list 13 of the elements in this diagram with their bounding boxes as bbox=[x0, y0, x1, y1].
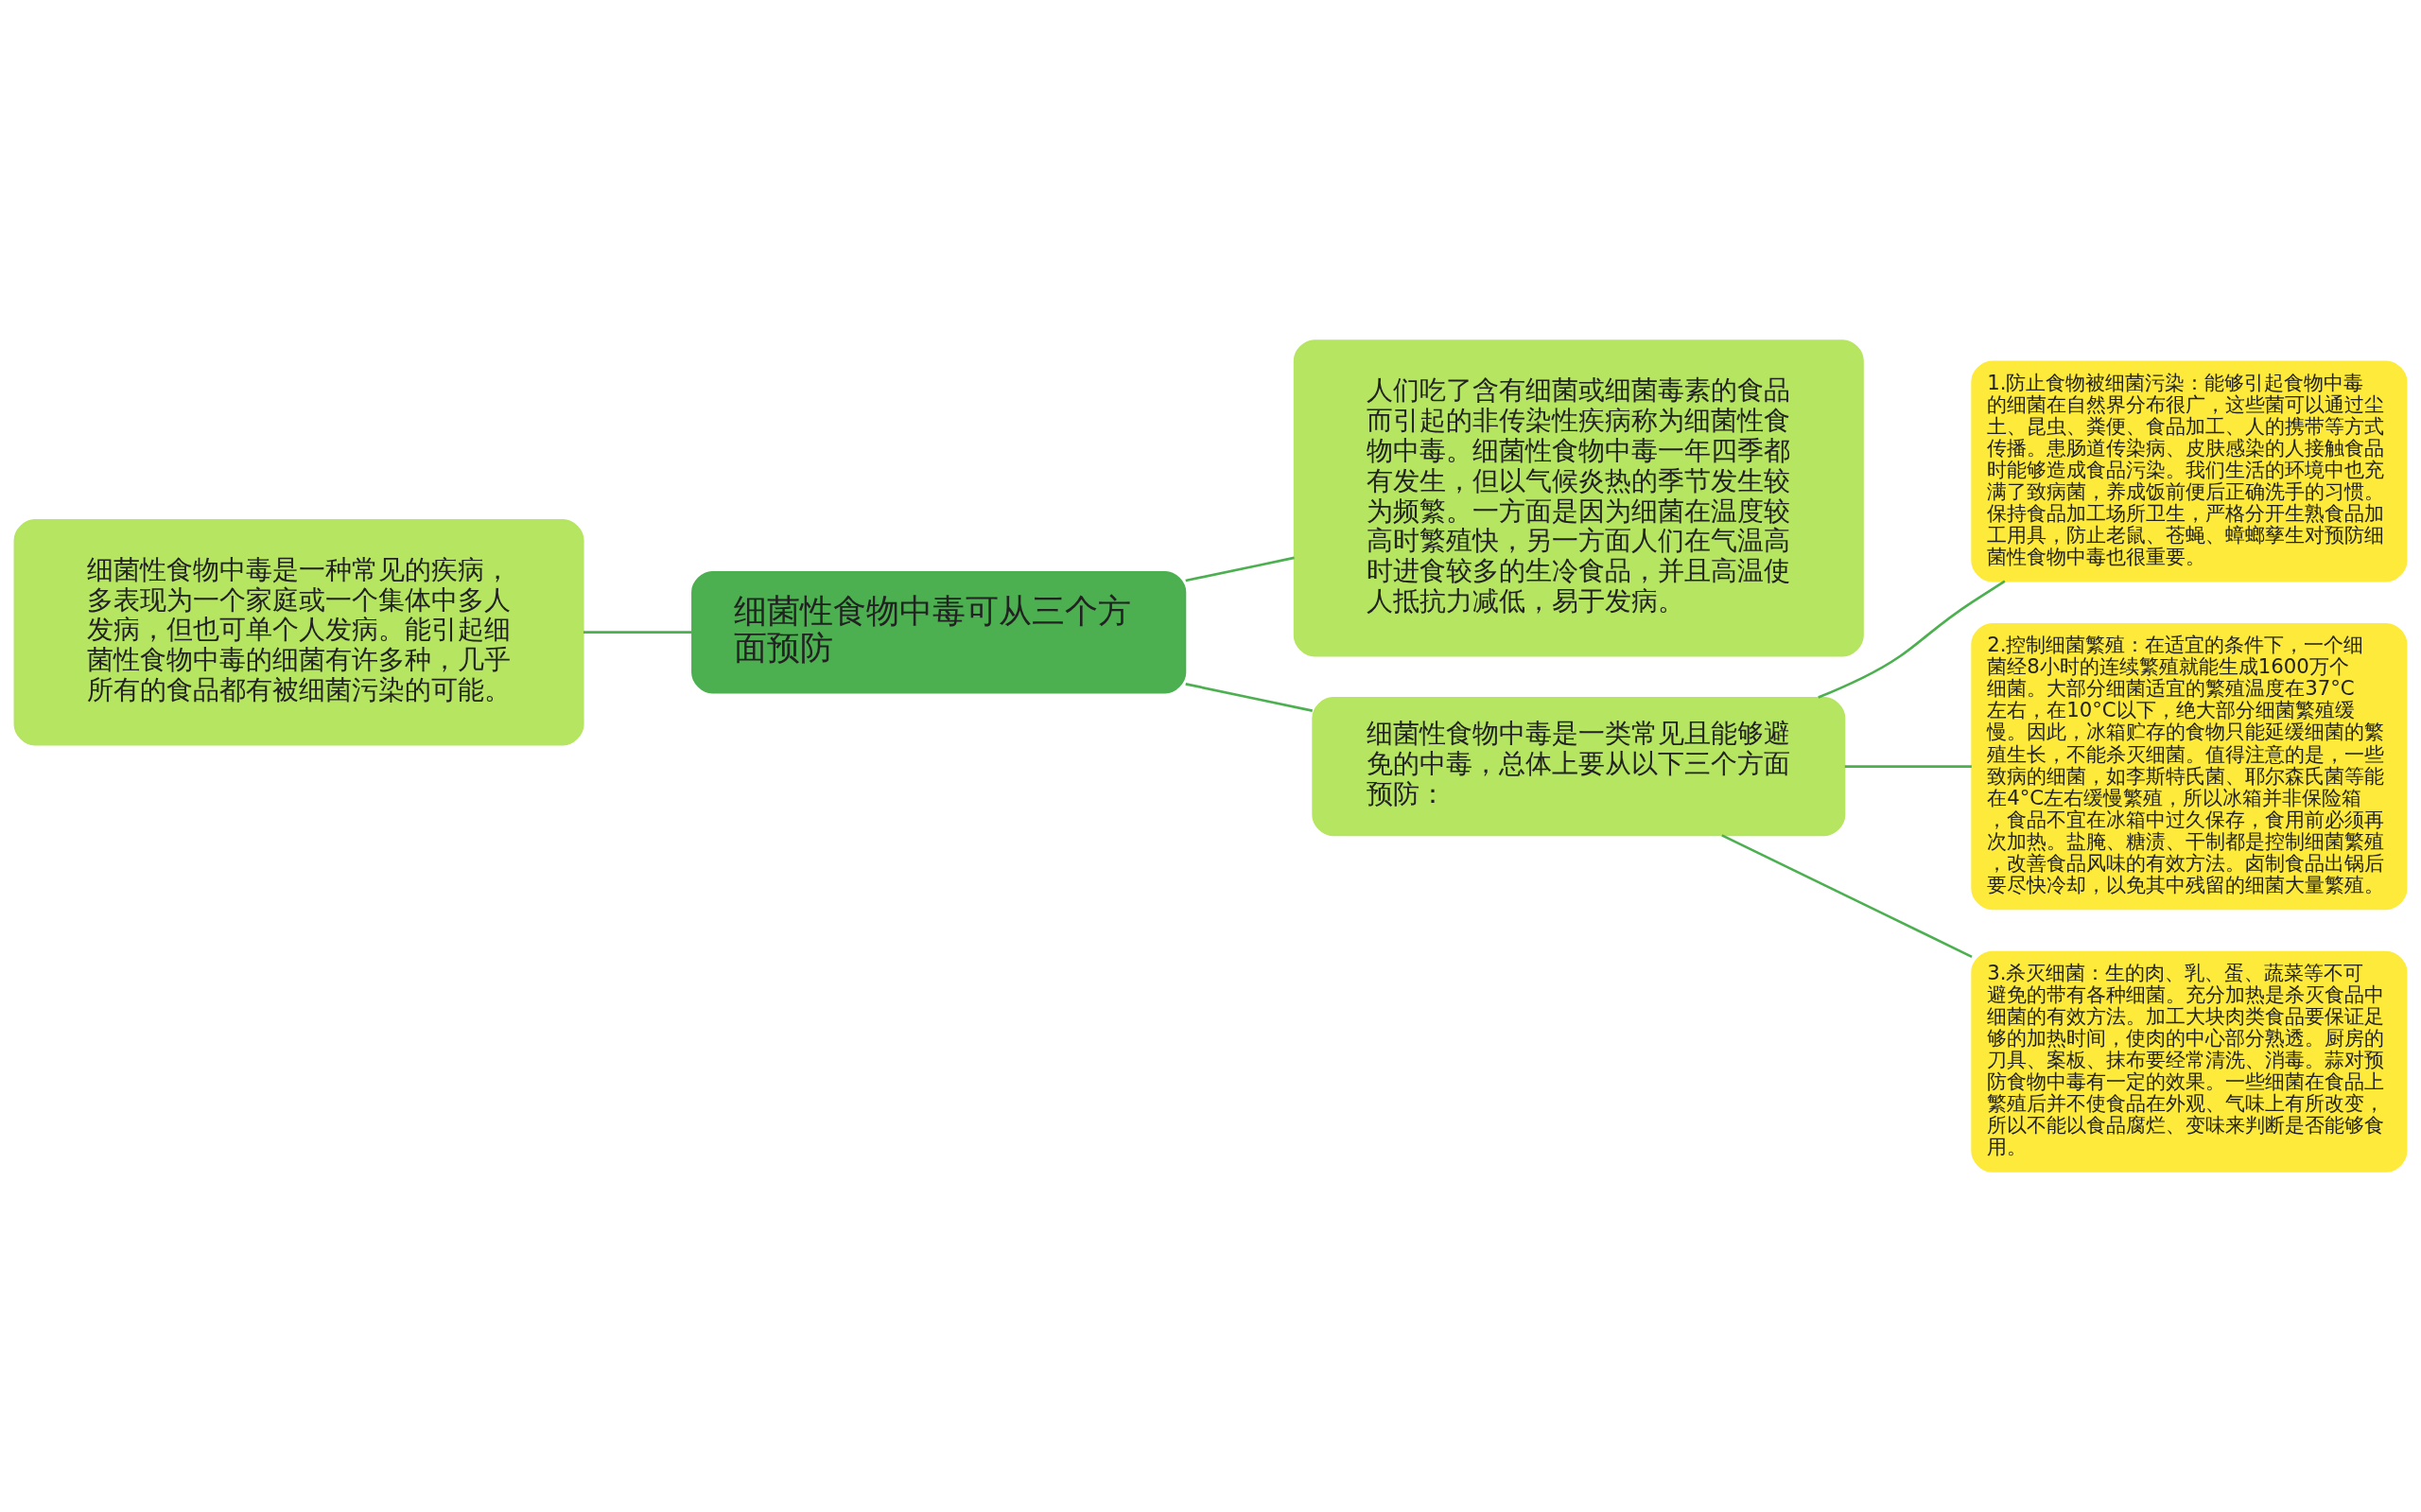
node-box: 细菌性食物中毒是一类常见且能够避免的中毒，总体上要从以下三个方面预防： bbox=[1312, 697, 1846, 837]
connector bbox=[1818, 580, 2006, 699]
node-box: 1.防止食物被细菌污染：能够引起食物中毒的细菌在自然界分布很广，这些菌可以通过尘土、昆虫、粪便、食品加工、人的携带等方式传播。患肠道传染病、皮肤感染的人接触食品时能够造成食品污染。我们生活的环境中也充满了致病菌，养成饭前便后正确洗手的习惯。保持食品加工场所卫生，严格分开生熟食品加工用具，防止老鼠、苍蝇、蟑螂孳生对预防细菌性食物中毒也很重要。 bbox=[1971, 360, 2408, 582]
connector bbox=[1844, 765, 1972, 768]
connector bbox=[1185, 556, 1295, 582]
node-box: 人们吃了含有细菌或细菌毒素的食品而引起的非传染性疾病称为细菌性食物中毒。细菌性食物中毒一年四季都有发生，但以气候炎热的季节发生较为频繁。一方面是因为细菌在温度较高时繁殖快，另一方面人们在气温高时进食较多的生冷食品，并且高温使人抵抗力减低，易于发病。 bbox=[1293, 339, 1864, 657]
connector bbox=[1185, 683, 1313, 712]
node-box: 3.杀灭细菌：生的肉、乳、蛋、蔬菜等不可避免的带有各种细菌。充分加热是杀灭食品中细菌的有效方法。加工大块肉类食品要保证足够的加热时间，使肉的中心部分熟透。厨房的刀具、案板、抹布要经常清洗、消毒。蒜对预防食物中毒有一定的效果。一些细菌在食品上繁殖后并不使食品在外观、气味上有所改变，所以不能以食品腐烂、变味来判断是否能够食用。 bbox=[1971, 950, 2408, 1173]
connector bbox=[583, 631, 692, 634]
node-box: 细菌性食物中毒是一种常见的疾病，多表现为一个家庭或一个集体中多人发病，但也可单个人发病。能引起细菌性食物中毒的细菌有许多种，几乎所有的食品都有被细菌污染的可能。 bbox=[13, 519, 584, 746]
node-box: 2.控制细菌繁殖：在适宜的条件下，一个细菌经8小时的连续繁殖就能生成1600万个细菌。大部分细菌适宜的繁殖温度在37°C左右，在10°C以下，绝大部分细菌繁殖缓慢。因此，冰箱贮存的食物只能延缓细菌的繁殖生长，不能杀灭细菌。值得注意的是，一些致病的细菌，如李斯特氏菌、耶尔森氏菌等能在4°C左右缓慢繁殖，所以冰箱并非保险箱，食品不宜在冰箱中过久保存，食用前必须再次加热。盐腌、糖渍、干制都是控制细菌繁殖，改善食品风味的有效方法。卤制食品出锅后要尽快冷却，以免其中残留的细菌大量繁殖。 bbox=[1971, 622, 2408, 911]
node-box: 细菌性食物中毒可从三个方面预防 bbox=[691, 570, 1187, 694]
connector bbox=[1721, 834, 1973, 959]
